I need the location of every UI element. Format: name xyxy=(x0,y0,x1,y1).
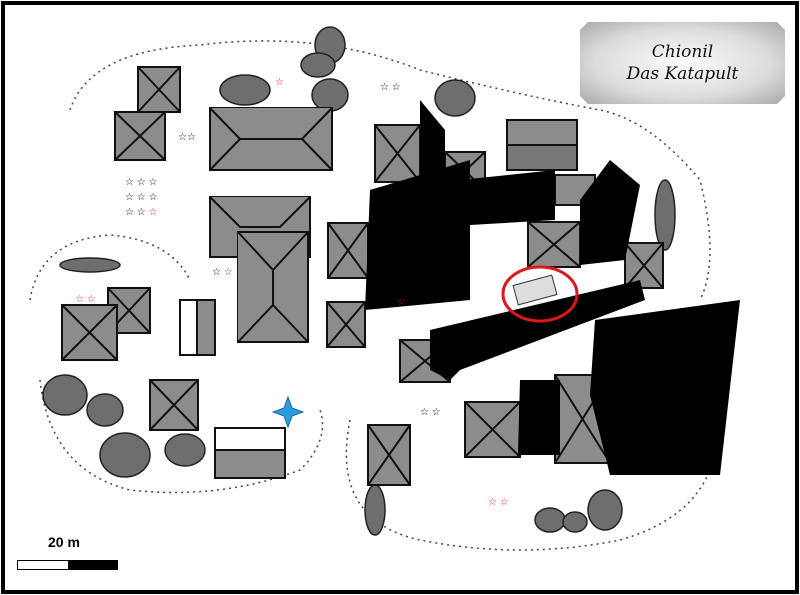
player-marker-icon[interactable] xyxy=(271,395,305,429)
building xyxy=(209,107,333,171)
building xyxy=(137,66,181,113)
svg-text:☆ ☆: ☆ ☆ xyxy=(420,407,441,418)
map-title: Chionil xyxy=(651,42,714,62)
island-outline xyxy=(29,40,711,551)
building xyxy=(179,299,216,356)
building xyxy=(527,221,581,268)
svg-text:☆ ☆: ☆ ☆ xyxy=(385,297,406,308)
target-highlight-circle[interactable] xyxy=(501,265,579,323)
building xyxy=(506,119,578,171)
rocks xyxy=(42,26,676,536)
svg-text:☆ ☆: ☆ ☆ xyxy=(75,294,96,305)
building xyxy=(149,379,199,431)
building xyxy=(214,427,286,479)
scale-bar xyxy=(17,560,118,570)
svg-text:☆: ☆ xyxy=(275,77,284,88)
building xyxy=(237,231,309,343)
map-subtitle: Das Katapult xyxy=(626,64,739,84)
building xyxy=(326,301,366,348)
svg-text:☆ ☆ ☆: ☆ ☆ ☆ xyxy=(125,207,158,218)
buildings xyxy=(61,66,664,486)
building xyxy=(327,222,369,279)
svg-text:☆ ☆ ☆: ☆ ☆ ☆ xyxy=(125,192,157,203)
svg-text:☆ ☆: ☆ ☆ xyxy=(212,267,233,278)
svg-text:☆ ☆ ☆: ☆ ☆ ☆ xyxy=(125,177,157,188)
building xyxy=(61,304,118,361)
building xyxy=(114,111,166,161)
fog-of-war xyxy=(365,100,740,475)
scale-label: 20 m xyxy=(48,534,80,550)
svg-text:☆☆: ☆☆ xyxy=(178,132,196,143)
catapult[interactable] xyxy=(512,274,558,306)
building xyxy=(624,242,664,289)
title-plaque: Chionil Das Katapult xyxy=(580,22,785,104)
building xyxy=(374,124,421,183)
svg-text:☆ ☆: ☆ ☆ xyxy=(488,497,509,508)
vegetation: ☆ ☆ ☆☆ ☆ ☆☆ ☆ ☆ ☆☆☆ ☆☆ ☆ ☆ ☆☆ ☆☆ ☆ ☆ ☆☆ xyxy=(75,77,509,508)
building xyxy=(367,424,411,486)
svg-text:☆ ☆: ☆ ☆ xyxy=(380,82,401,93)
building xyxy=(464,401,521,458)
